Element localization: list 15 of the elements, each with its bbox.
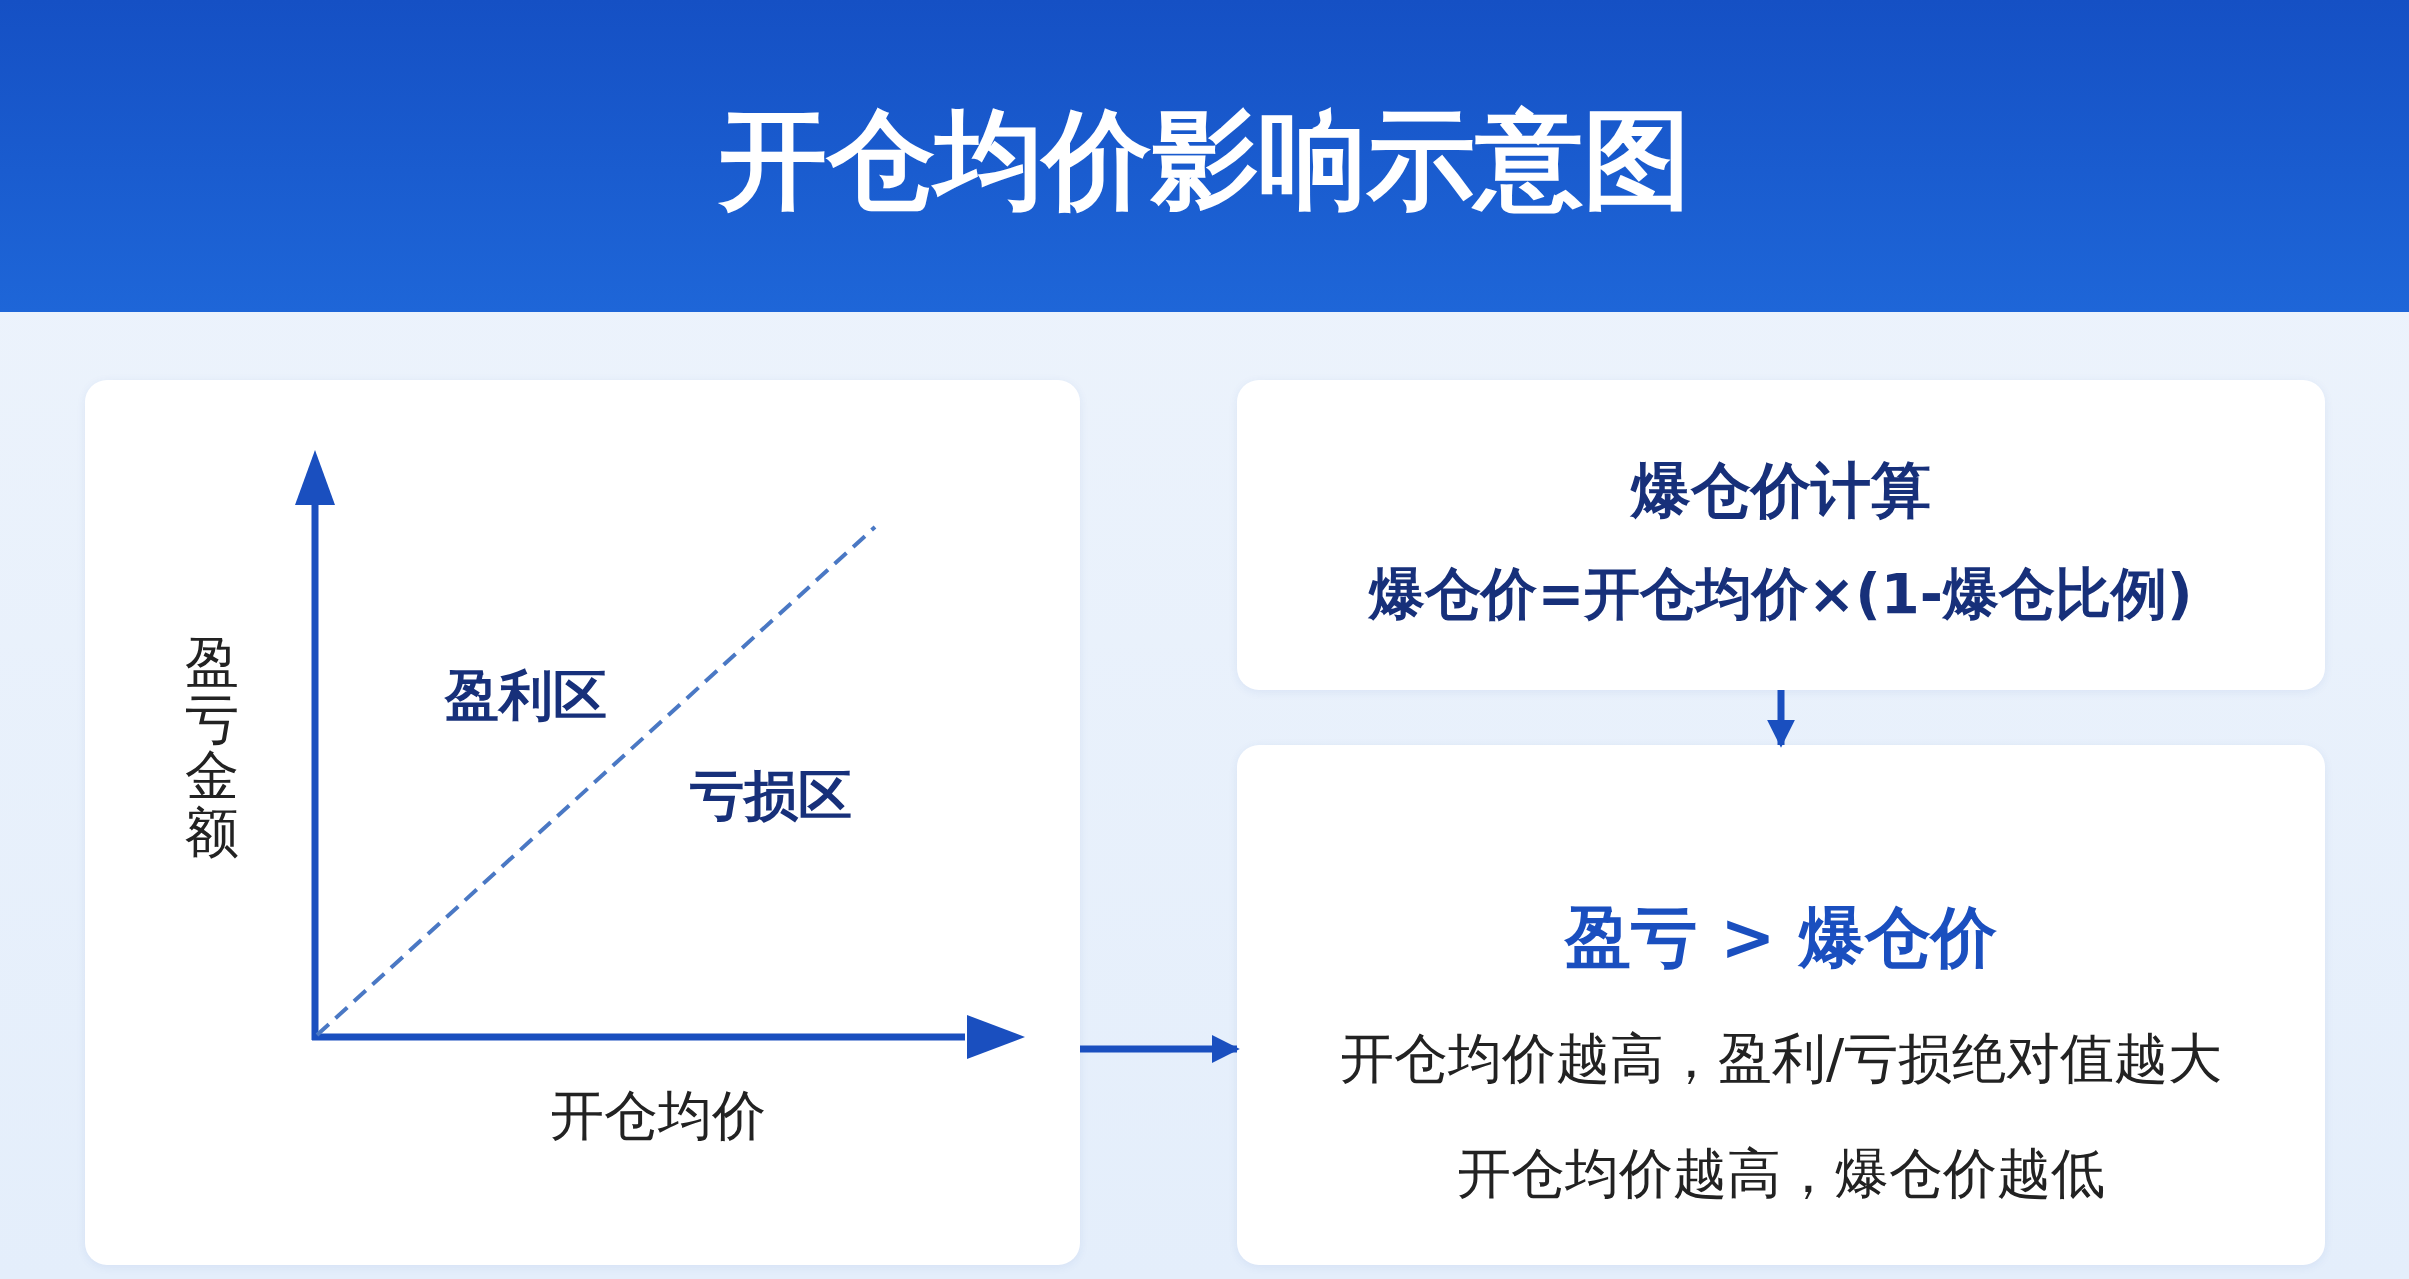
- formula-text: 爆仓价=开仓均价×(1-爆仓比例): [1369, 562, 2193, 627]
- region-label: 盈利区: [445, 665, 607, 728]
- card-heading: 爆仓价计算: [1631, 456, 1931, 525]
- result-card: [1237, 745, 2325, 1265]
- card-heading: 盈亏 > 爆仓价: [1565, 900, 1997, 977]
- region-label: 亏损区: [690, 765, 852, 828]
- axis-label: 盈亏金额: [185, 635, 239, 862]
- body-text: 开仓均价越高，爆仓价越低: [1457, 1142, 2105, 1205]
- arrow: [1080, 1035, 1240, 1063]
- formula-card: [1237, 380, 2325, 690]
- chart-card: [85, 380, 1080, 1265]
- axis-label: 开仓均价: [550, 1085, 766, 1148]
- title: 开仓均价影响示意图: [717, 96, 1692, 224]
- body-text: 开仓均价越高，盈利/亏损绝对值越大: [1339, 1027, 2223, 1090]
- arrow: [1767, 690, 1795, 748]
